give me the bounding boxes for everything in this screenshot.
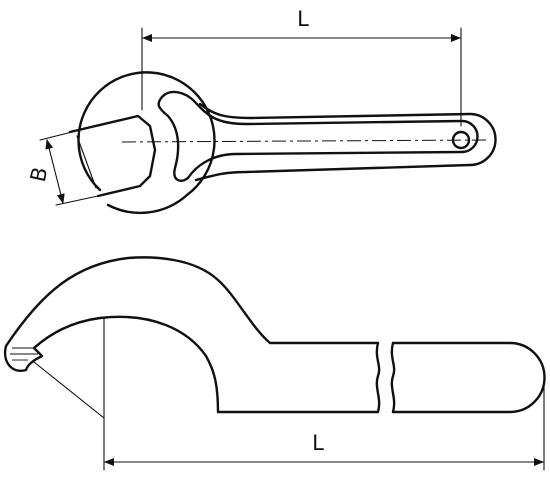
dimension-line-width [45, 139, 65, 204]
label-top-length: L [297, 7, 309, 31]
hook-side-outline [3, 256, 380, 414]
label-width: B [26, 165, 52, 184]
nut-block [68, 114, 157, 198]
hook-head-outline [77, 71, 216, 215]
top-view: L B [26, 7, 497, 215]
handle-outline [194, 102, 497, 182]
break-line-right [390, 341, 396, 414]
handle-slot [157, 90, 479, 182]
break-line-left [375, 341, 381, 414]
center-line [121, 139, 491, 143]
handle-end-outline [391, 341, 546, 414]
label-bottom-length: L [312, 431, 324, 455]
side-view: L [3, 256, 546, 471]
